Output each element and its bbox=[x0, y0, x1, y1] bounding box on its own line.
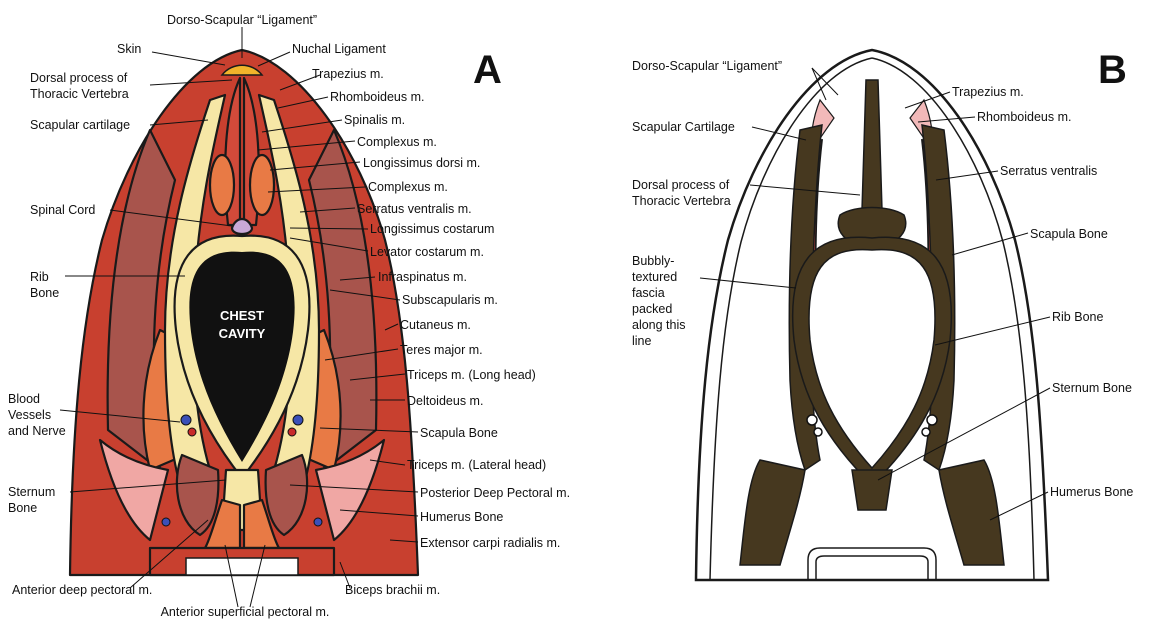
label-sternum-bone-b: Sternum Bone bbox=[1052, 381, 1132, 395]
label-dorsal-process-b-1: Dorsal process of bbox=[632, 178, 730, 192]
label-levator-costarum: Levator costarum m. bbox=[370, 245, 484, 259]
label-subscapularis: Subscapularis m. bbox=[402, 293, 498, 307]
label-teres-major: Teres major m. bbox=[400, 343, 483, 357]
panel-a-longissimus-left bbox=[210, 155, 234, 215]
label-complexus-2: Complexus m. bbox=[368, 180, 448, 194]
label-blood-vessels-3: and Nerve bbox=[8, 424, 66, 438]
label-spinal-cord: Spinal Cord bbox=[30, 203, 95, 217]
label-trapezius-a: Trapezius m. bbox=[312, 67, 384, 81]
label-bubbly-2: textured bbox=[632, 270, 677, 284]
label-posterior-deep-pectoral: Posterior Deep Pectoral m. bbox=[420, 486, 570, 500]
panel-a-longissimus-right bbox=[250, 155, 274, 215]
chest-cavity-label-2: CAVITY bbox=[219, 326, 266, 341]
label-rib-bone-a-1: Rib bbox=[30, 270, 49, 284]
label-dorsal-process-b-2: Thoracic Vertebra bbox=[632, 194, 731, 208]
label-sternum-bone-a-1: Sternum bbox=[8, 485, 55, 499]
label-bubbly-1: Bubbly- bbox=[632, 254, 674, 268]
panel-b-vessel-right-2 bbox=[922, 428, 930, 436]
label-bubbly-6: line bbox=[632, 334, 652, 348]
panel-a-spinal-cord bbox=[232, 219, 252, 234]
label-complexus-1: Complexus m. bbox=[357, 135, 437, 149]
panel-a-vessel-left-1 bbox=[181, 415, 191, 425]
label-bubbly-3: fascia bbox=[632, 286, 665, 300]
label-nuchal-ligament: Nuchal Ligament bbox=[292, 42, 386, 56]
label-bubbly-4: packed bbox=[632, 302, 672, 316]
label-serratus-ventralis-b: Serratus ventralis bbox=[1000, 164, 1097, 178]
panel-a-vessel-left-3 bbox=[162, 518, 170, 526]
label-skin: Skin bbox=[117, 42, 141, 56]
label-scapular-cartilage-a: Scapular cartilage bbox=[30, 118, 130, 132]
panel-b-vessel-left-1 bbox=[807, 415, 817, 425]
label-cutaneus: Cutaneus m. bbox=[400, 318, 471, 332]
label-rhomboideus-a: Rhomboideus m. bbox=[330, 90, 425, 104]
label-bubbly-5: along this bbox=[632, 318, 686, 332]
panel-b-vessel-right-1 bbox=[927, 415, 937, 425]
panel-b-letter: B bbox=[1098, 48, 1127, 92]
label-serratus-ventralis-a: Serratus ventralis m. bbox=[357, 202, 472, 216]
label-sternum-bone-a-2: Bone bbox=[8, 501, 37, 515]
label-dorsal-process-a-2: Thoracic Vertebra bbox=[30, 87, 129, 101]
label-rib-bone-a-2: Bone bbox=[30, 286, 59, 300]
chest-cavity-label-1: CHEST bbox=[220, 308, 264, 323]
panel-a-vessel-right-3 bbox=[314, 518, 322, 526]
panel-a-letter: A bbox=[473, 48, 502, 92]
label-dorsal-process-a-1: Dorsal process of bbox=[30, 71, 128, 85]
label-triceps-lateral-head: Triceps m. (Lateral head) bbox=[407, 458, 546, 472]
label-rib-bone-b: Rib Bone bbox=[1052, 310, 1103, 324]
label-infraspinatus: Infraspinatus m. bbox=[378, 270, 467, 284]
label-humerus-bone-b: Humerus Bone bbox=[1050, 485, 1133, 499]
label-longissimus-dorsi: Longissimus dorsi m. bbox=[363, 156, 480, 170]
label-rhomboideus-b: Rhomboideus m. bbox=[977, 110, 1072, 124]
label-dorso-scapular-ligament-a: Dorso-Scapular “Ligament” bbox=[167, 13, 317, 27]
label-scapula-bone-b: Scapula Bone bbox=[1030, 227, 1108, 241]
label-spinalis: Spinalis m. bbox=[344, 113, 405, 127]
label-anterior-superficial-pectoral: Anterior superficial pectoral m. bbox=[161, 605, 330, 619]
label-scapula-bone-a: Scapula Bone bbox=[420, 426, 498, 440]
label-biceps-brachii: Biceps brachii m. bbox=[345, 583, 440, 597]
label-dorso-scapular-ligament-b: Dorso-Scapular “Ligament” bbox=[632, 59, 782, 73]
label-humerus-bone-a: Humerus Bone bbox=[420, 510, 503, 524]
label-anterior-deep-pectoral: Anterior deep pectoral m. bbox=[12, 583, 152, 597]
panel-a-vessel-right-2 bbox=[288, 428, 296, 436]
label-deltoideus: Deltoideus m. bbox=[407, 394, 483, 408]
label-scapular-cartilage-b: Scapular Cartilage bbox=[632, 120, 735, 134]
panel-a-vessel-right-1 bbox=[293, 415, 303, 425]
label-longissimus-costarum: Longissimus costarum bbox=[370, 222, 494, 236]
label-trapezius-b: Trapezius m. bbox=[952, 85, 1024, 99]
label-blood-vessels-1: Blood bbox=[8, 392, 40, 406]
panel-b-vertebra-spine bbox=[862, 80, 882, 210]
panel-a-vessel-left-2 bbox=[188, 428, 196, 436]
label-blood-vessels-2: Vessels bbox=[8, 408, 51, 422]
panel-b-diagram bbox=[696, 50, 1048, 580]
panel-b-vessel-left-2 bbox=[814, 428, 822, 436]
panel-a-bottom-inner bbox=[186, 558, 298, 575]
label-triceps-long-head: Triceps m. (Long head) bbox=[407, 368, 536, 382]
label-extensor-carpi-radialis: Extensor carpi radialis m. bbox=[420, 536, 560, 550]
